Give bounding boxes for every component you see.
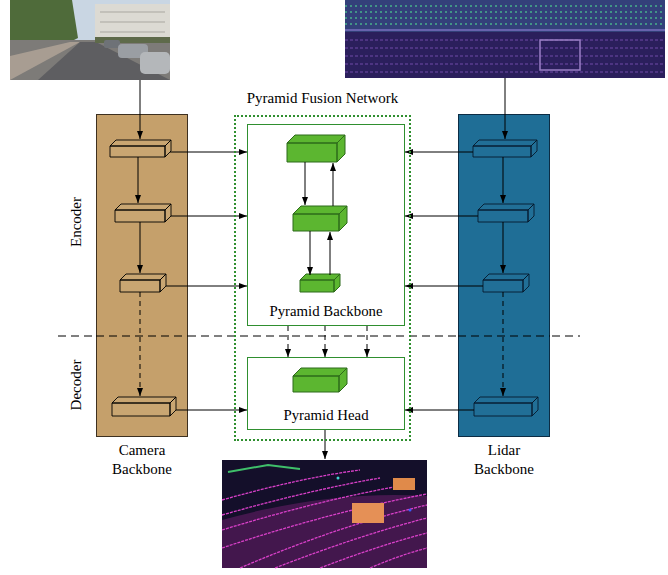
- feature-block: [287, 135, 345, 162]
- feature-block: [474, 397, 538, 416]
- backbone-arrow: [138, 157, 139, 203]
- pyramid-blocks: [287, 135, 347, 392]
- lidar-points-purple: [345, 40, 665, 72]
- connector-arrow: [188, 410, 247, 411]
- connector-arrow: [405, 286, 458, 287]
- lidar-backbone-panel: Lidar Backbone: [458, 114, 550, 437]
- input-arrow: [140, 114, 141, 139]
- lidar-backbone-art: [458, 114, 550, 437]
- box-label: Pyramid Head: [250, 407, 402, 425]
- connector-arrow: [188, 216, 247, 217]
- feature-tap: [458, 152, 483, 410]
- connector-arrow: [188, 286, 247, 287]
- input-arrow: [505, 114, 506, 139]
- backbone-arrow: [503, 222, 504, 273]
- input-arrow: [505, 78, 506, 114]
- point: [409, 509, 412, 512]
- lidar-image: [345, 0, 665, 78]
- lidar-upper-band: [345, 0, 665, 32]
- feature-block: [478, 204, 534, 222]
- camera-backbone-art: [96, 114, 188, 437]
- backbone-arrow: [503, 157, 504, 203]
- feature-tap: [166, 152, 188, 410]
- output-background: [222, 460, 427, 568]
- box-heading: Pyramid Fusion Network: [224, 89, 421, 107]
- output-arrow: [325, 430, 326, 459]
- pyramid-arrow: [333, 163, 334, 206]
- feature-block: [112, 397, 176, 416]
- backbone-arrow: [140, 292, 141, 396]
- connector-arrow: [405, 410, 458, 411]
- ground: [10, 40, 170, 80]
- building-windows: [100, 12, 165, 32]
- point: [337, 477, 340, 480]
- section-label: Encoder: [68, 197, 85, 247]
- lidar-horizon: [345, 29, 665, 31]
- connector-arrow: [288, 326, 289, 357]
- feature-block: [120, 274, 166, 292]
- feature-block: [293, 206, 347, 231]
- connector-arrow: [188, 152, 247, 153]
- car: [104, 40, 120, 48]
- connector-arrow: [325, 326, 326, 357]
- box-label: Pyramid Backbone: [250, 303, 402, 321]
- connector-arrow: [405, 152, 458, 153]
- encoder-decoder-separator: [58, 336, 580, 337]
- connector-arrow: [367, 326, 368, 357]
- segmentation-output-image: [222, 460, 427, 568]
- section-label: Decoder: [68, 360, 85, 411]
- vegetation-points: [228, 465, 300, 472]
- fusion-network-box: Pyramid Fusion NetworkPyramid BackbonePy…: [234, 115, 411, 441]
- lidar-background: [345, 0, 665, 78]
- backbone-arrow: [503, 292, 504, 396]
- feature-block: [115, 204, 171, 222]
- car-points: [393, 478, 415, 490]
- feature-block: [473, 140, 537, 157]
- backbone-arrow: [140, 222, 141, 273]
- feature-block: [293, 368, 347, 392]
- camera-backbone-panel: Camera Backbone: [96, 114, 188, 437]
- car: [140, 52, 170, 74]
- encoder-decoder-separator: [96, 336, 188, 337]
- encoder-decoder-separator: [458, 336, 550, 337]
- pyramid-arrow: [310, 231, 311, 275]
- scan-lines: [222, 470, 427, 568]
- pyramid-head-box: Pyramid Head: [247, 357, 405, 430]
- building: [95, 4, 170, 42]
- lidar-car: [540, 40, 580, 70]
- feature-block: [300, 274, 340, 292]
- camera-image: [10, 0, 170, 80]
- pyramid-arrow: [305, 162, 306, 205]
- feature-block: [483, 274, 529, 292]
- pyramid-arrow: [330, 232, 331, 275]
- connector-arrow: [405, 216, 458, 217]
- box-heading: Camera Backbone: [100, 441, 184, 479]
- input-arrow: [140, 80, 141, 114]
- pyramid-backbone-box: Pyramid Backbone: [247, 124, 405, 326]
- box-heading: Lidar Backbone: [462, 441, 546, 479]
- road: [38, 42, 170, 80]
- car-points: [352, 503, 384, 523]
- feature-block: [110, 140, 171, 157]
- lidar-points-green: [345, 6, 665, 24]
